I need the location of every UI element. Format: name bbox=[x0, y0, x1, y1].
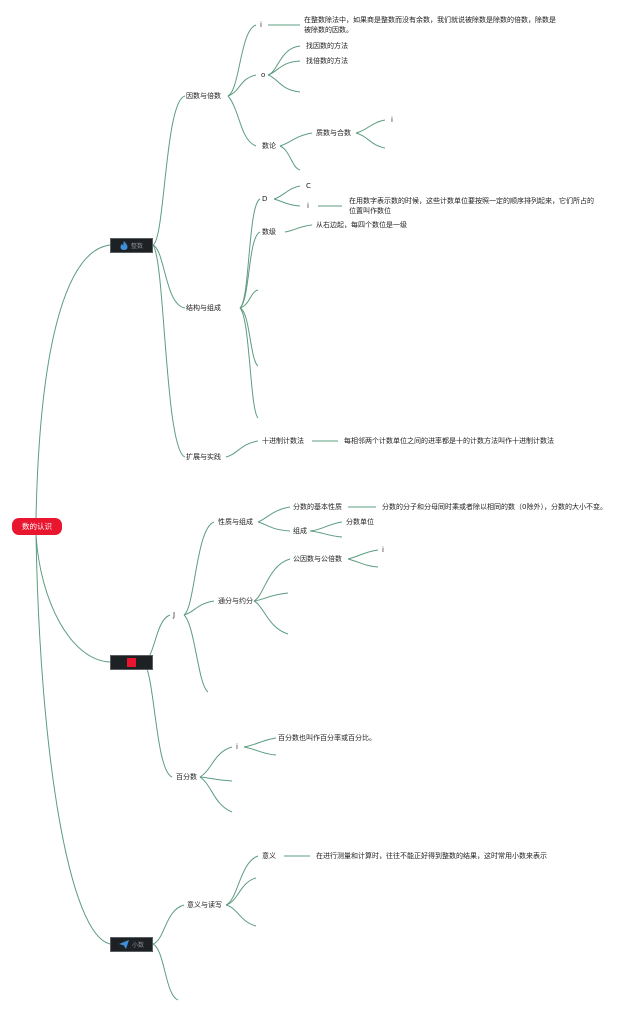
branch-node-b1[interactable]: 整数 bbox=[110, 238, 153, 253]
node-j[interactable]: J bbox=[173, 611, 176, 619]
edge-theory-2 bbox=[279, 145, 301, 171]
edge-gcd-i bbox=[347, 549, 379, 560]
node-composition[interactable]: 组成 bbox=[293, 527, 307, 535]
edge-prop-comp bbox=[257, 521, 291, 532]
node-place-value-def: 在用数字表示数的时候，这些计数单位要按照一定的顺序排列起来，它们所占的位置叫作数… bbox=[349, 197, 594, 215]
node-sense-desc: 在进行测量和计算时，往往不能正好得到整数的结果，这时常用小数来表示 bbox=[316, 852, 547, 860]
node-d-c[interactable]: C bbox=[306, 182, 311, 190]
node-decimal-system[interactable]: 十进制计数法 bbox=[262, 437, 304, 445]
node-d[interactable]: D bbox=[262, 195, 268, 203]
node-percent-i[interactable]: i bbox=[236, 743, 238, 751]
paper-plane-icon bbox=[118, 940, 129, 949]
edge-root-b3 bbox=[35, 534, 111, 945]
edge-comp-unit bbox=[309, 521, 343, 532]
edge-structure-3 bbox=[239, 289, 259, 309]
edge-structure-level bbox=[239, 231, 261, 309]
node-basic-property[interactable]: 分数的基本性质 bbox=[293, 503, 342, 511]
edge-reduce-gcd bbox=[253, 558, 291, 602]
branch-label-b3: 小数 bbox=[131, 942, 144, 949]
node-basic-property-desc: 分数的分子和分母同时乘或者除以相同的数（0除外），分数的大小不变。 bbox=[382, 503, 607, 511]
edge-structure-d bbox=[239, 198, 261, 309]
node-factor-o[interactable]: o bbox=[261, 71, 266, 79]
node-gcd-i[interactable]: i bbox=[382, 546, 384, 554]
edge-d-i bbox=[273, 198, 301, 207]
edge-root-b2 bbox=[35, 534, 111, 663]
edge-structure-5 bbox=[239, 307, 259, 419]
edge-j-prop bbox=[183, 521, 215, 616]
node-property[interactable]: 性质与组成 bbox=[218, 518, 253, 526]
edge-comp-2 bbox=[309, 530, 343, 538]
node-level[interactable]: 数级 bbox=[262, 228, 276, 236]
flame-icon bbox=[120, 241, 128, 250]
edge-o-2 bbox=[267, 60, 301, 76]
edge-meaning-3 bbox=[225, 904, 257, 927]
node-factor-i[interactable]: i bbox=[260, 21, 262, 29]
edge-j-3 bbox=[183, 614, 209, 693]
node-prime-composite[interactable]: 质数与合数 bbox=[316, 129, 351, 137]
node-d-i[interactable]: i bbox=[307, 202, 309, 210]
edge-reduce-2 bbox=[253, 592, 289, 602]
edge-percent-i bbox=[199, 746, 233, 778]
node-factor-i-def: 在整数除法中，如果商是整数而没有余数，我们就说被除数是除数的倍数，除数是被除数的… bbox=[304, 16, 556, 34]
node-decimal-desc: 每相邻两个计数单位之间的进率都是十的计数方法叫作十进制计数法 bbox=[344, 437, 554, 445]
edge-prime-i bbox=[355, 119, 386, 134]
edge-percent-3 bbox=[199, 776, 233, 813]
edge-level-desc bbox=[284, 224, 313, 233]
node-level-desc: 从右边起，每四个数位是一级 bbox=[316, 221, 407, 229]
edge-b1-structure bbox=[152, 244, 186, 309]
node-prime-i[interactable]: i bbox=[391, 116, 393, 124]
edge-j-reduce bbox=[183, 600, 215, 616]
edge-reduce-3 bbox=[253, 600, 289, 635]
node-find-factor[interactable]: 找因数的方法 bbox=[306, 42, 348, 50]
edge-prime-2 bbox=[355, 132, 386, 149]
node-percent-desc: 百分数也叫作百分率或百分比。 bbox=[278, 734, 376, 742]
branch-node-b2[interactable] bbox=[110, 655, 153, 670]
edge-meaning-sense bbox=[225, 855, 259, 906]
edge-factor-o bbox=[227, 74, 257, 97]
edge-factor-i bbox=[227, 24, 257, 97]
branch-label-b1: 整数 bbox=[130, 243, 143, 250]
edge-expand-decimal bbox=[225, 440, 259, 458]
node-percent[interactable]: 百分数 bbox=[176, 773, 197, 781]
node-meaning[interactable]: 意义与读写 bbox=[187, 901, 222, 909]
root-label: 数的认识 bbox=[22, 522, 52, 531]
edge-o-3 bbox=[267, 74, 301, 93]
red-square-icon bbox=[127, 658, 136, 667]
edge-meaning-2 bbox=[225, 877, 257, 906]
node-number-theory[interactable]: 数论 bbox=[262, 142, 276, 150]
node-factor[interactable]: 因数与倍数 bbox=[186, 92, 221, 100]
edge-root-b1 bbox=[35, 244, 111, 519]
edge-gcd-2 bbox=[347, 558, 379, 568]
node-reduce[interactable]: 通分与约分 bbox=[218, 597, 253, 605]
edge-b3-2 bbox=[152, 943, 179, 1001]
node-expand[interactable]: 扩展与实践 bbox=[186, 453, 221, 461]
edge-pi-desc bbox=[243, 737, 277, 748]
branch-node-b3[interactable]: 小数 bbox=[110, 937, 153, 952]
edge-b1-expand bbox=[152, 244, 186, 458]
node-find-multiple[interactable]: 找倍数的方法 bbox=[306, 57, 348, 65]
edge-b1-factor bbox=[152, 95, 186, 246]
edge-b3-meaning bbox=[152, 904, 185, 945]
edge-prop-basic bbox=[257, 506, 291, 523]
edge-factor-theory bbox=[227, 95, 257, 147]
edge-o-1 bbox=[267, 45, 301, 76]
edge-structure-4 bbox=[239, 307, 259, 367]
edge-theory-prime bbox=[279, 132, 313, 147]
edge-percent-2 bbox=[199, 776, 233, 782]
node-structure[interactable]: 结构与组成 bbox=[186, 304, 221, 312]
edge-b2-percent bbox=[142, 661, 173, 778]
node-gcd-lcm[interactable]: 公因数与公倍数 bbox=[293, 555, 342, 563]
edge-d-c bbox=[273, 185, 301, 200]
root-node[interactable]: 数的认识 bbox=[12, 518, 62, 535]
edge-pi-2 bbox=[243, 746, 277, 756]
node-fraction-unit[interactable]: 分数单位 bbox=[346, 518, 374, 526]
node-sense[interactable]: 意义 bbox=[262, 852, 276, 860]
